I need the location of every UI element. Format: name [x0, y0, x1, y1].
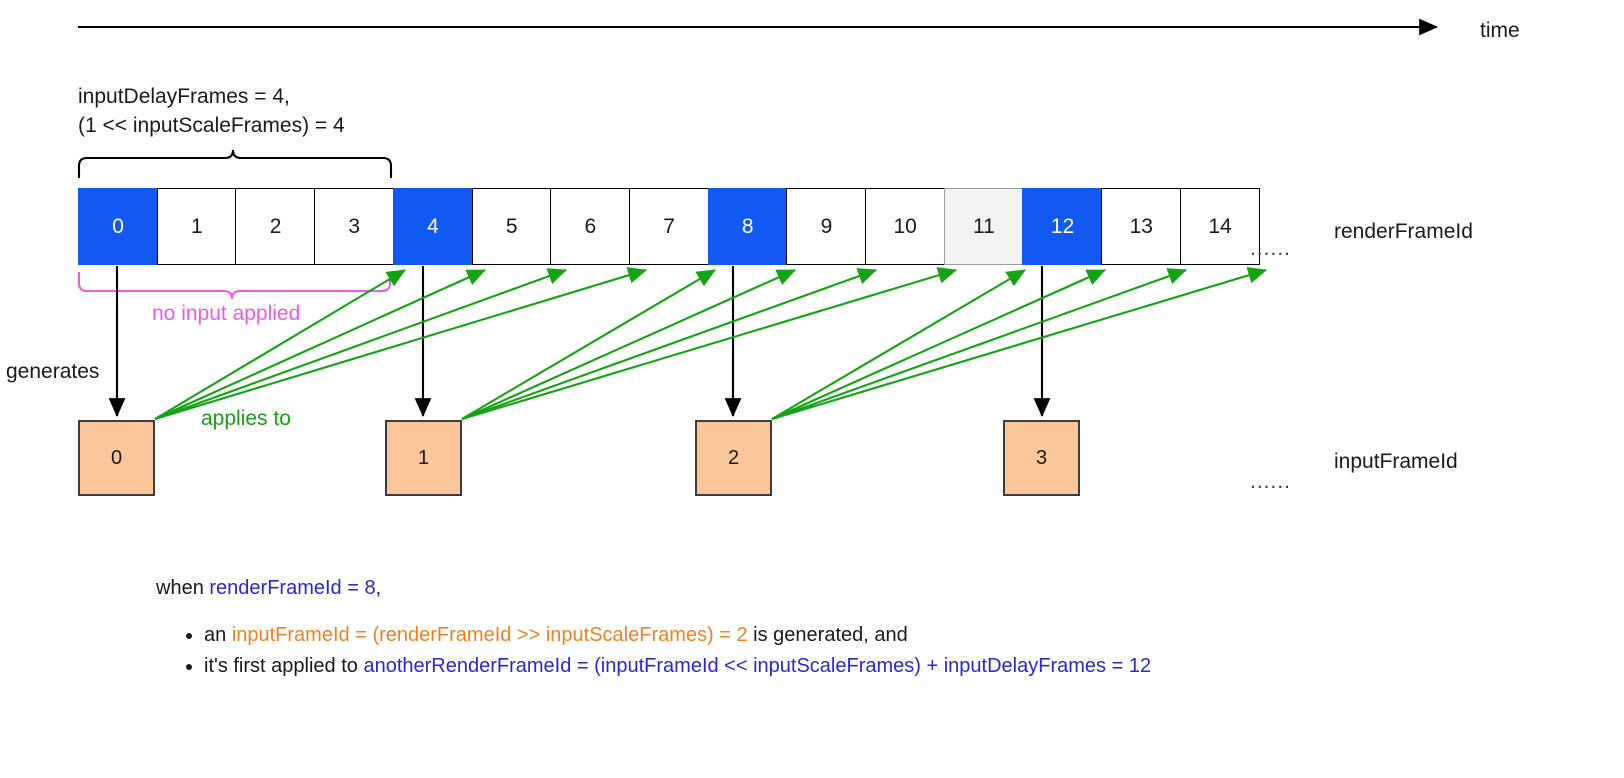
- input-frame-box: 3: [1003, 420, 1080, 496]
- explanation-bullet-2: it's first applied to anotherRenderFrame…: [204, 651, 1456, 682]
- applies-arrow-0-4: [154, 269, 406, 420]
- applies-arrow-2-13: [771, 269, 1106, 420]
- render-frame-cell: 5: [471, 188, 552, 265]
- input-delay-annotation-line2: (1 << inputScaleFrames) = 4: [78, 114, 345, 137]
- render-frame-cell: 13: [1101, 188, 1182, 265]
- applies-arrow-2-12: [771, 269, 1026, 420]
- generates-label: generates: [6, 360, 100, 383]
- applies-arrow-0-6: [154, 268, 567, 420]
- applies-arrow-0-5: [154, 269, 486, 420]
- applies-to-label: applies to: [201, 407, 291, 430]
- render-frame-cell: 3: [314, 188, 395, 265]
- no-input-applied-label: no input applied: [152, 302, 301, 325]
- when-line: when renderFrameId = 8,: [156, 575, 1456, 602]
- render-frame-cell: 14: [1179, 188, 1261, 265]
- bullet1-post: is generated, and: [747, 624, 908, 646]
- bullet2-expression: anotherRenderFrameId = (inputFrameId << …: [363, 655, 1152, 677]
- input-row-ellipsis: ......: [1250, 470, 1292, 493]
- render-frame-cell: 2: [235, 188, 316, 265]
- bullet1-expression: inputFrameId = (renderFrameId >> inputSc…: [231, 624, 748, 646]
- time-label: time: [1480, 19, 1520, 42]
- render-frame-cell: 6: [550, 188, 631, 265]
- applies-to-arrows: [154, 267, 1268, 421]
- explanation-bullet-1: an inputFrameId = (renderFrameId >> inpu…: [204, 620, 1456, 651]
- applies-arrow-2-14: [771, 268, 1187, 420]
- applies-arrow-1-8: [461, 269, 716, 420]
- applies-arrow-2-15: [771, 267, 1268, 421]
- applies-arrow-1-9: [461, 269, 796, 420]
- applies-arrow-1-11: [461, 267, 958, 421]
- render-frame-cell: 0: [78, 188, 159, 265]
- when-prefix: when: [156, 577, 210, 599]
- render-row-label: renderFrameId: [1334, 220, 1473, 243]
- input-frame-box: 2: [695, 420, 772, 496]
- input-frame-box: 0: [78, 420, 155, 496]
- no-input-brace: [77, 272, 392, 300]
- input-delay-annotation-line1: inputDelayFrames = 4,: [78, 85, 290, 108]
- render-frame-cell: 1: [156, 188, 237, 265]
- render-frame-cell: 9: [786, 188, 867, 265]
- render-frame-cell: 10: [865, 188, 946, 265]
- input-delay-brace: [77, 149, 393, 178]
- render-frame-cell: 12: [1022, 188, 1103, 265]
- render-frame-cell: 7: [628, 188, 710, 265]
- bullet1-pre: an: [204, 624, 232, 646]
- applies-arrow-0-7: [154, 267, 648, 421]
- input-row-label: inputFrameId: [1334, 450, 1458, 473]
- render-frame-cell: 11: [943, 188, 1025, 265]
- explanation-block: when renderFrameId = 8, an inputFrameId …: [156, 575, 1456, 682]
- render-frame-cell: 4: [392, 188, 474, 265]
- when-suffix: ,: [375, 577, 382, 599]
- render-row-ellipsis: ......: [1250, 237, 1292, 260]
- input-frame-box: 1: [385, 420, 462, 496]
- render-frame-cell: 8: [707, 188, 788, 265]
- when-expression: renderFrameId = 8: [209, 577, 376, 599]
- generates-arrows: [108, 266, 1051, 418]
- applies-arrow-1-10: [461, 268, 877, 420]
- bullet2-pre: it's first applied to: [204, 655, 364, 677]
- explanation-bullets: an inputFrameId = (renderFrameId >> inpu…: [156, 620, 1456, 682]
